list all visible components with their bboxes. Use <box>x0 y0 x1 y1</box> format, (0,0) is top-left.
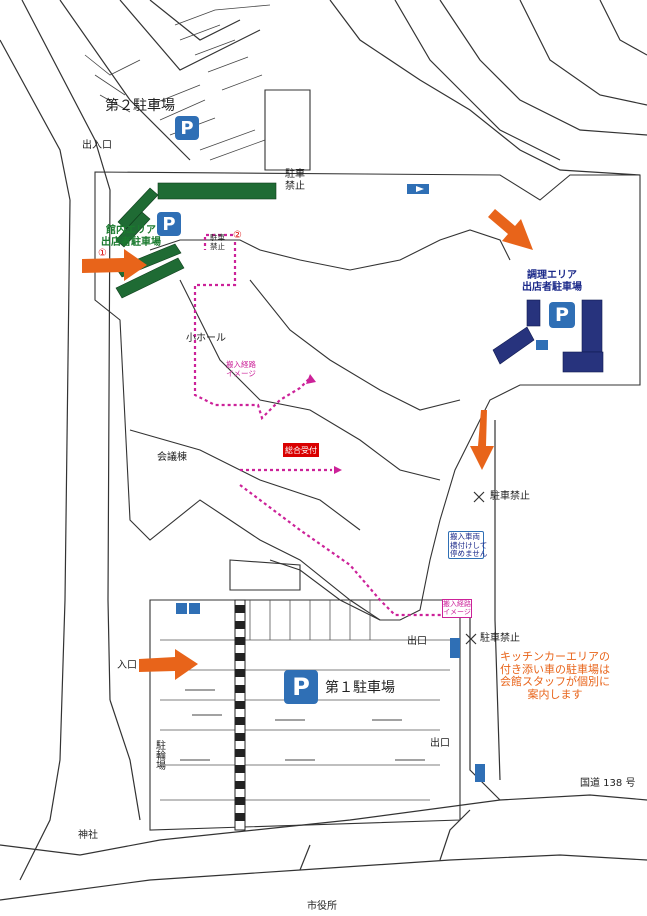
walkway-stripes <box>235 605 245 821</box>
building-service-label: 駐車 禁止 <box>210 233 225 251</box>
marker-2: ② <box>233 230 242 241</box>
route138-label: 国道 138 号 <box>580 778 636 789</box>
one-way-arrow-icon <box>407 184 548 782</box>
shrine-label: 神社 <box>78 830 98 841</box>
no-parking-right-label: 駐車禁止 <box>490 491 530 502</box>
lane-arrows <box>180 689 425 761</box>
parking1-label: 第１駐車場 <box>325 680 395 696</box>
loading-route-lines <box>193 233 457 617</box>
exit-2-label: 出口 <box>430 738 450 749</box>
bicycle-parking-label: 駐輪場 <box>153 740 165 770</box>
loading-route-arrow-icon <box>306 374 342 474</box>
accessible-parking-icon <box>176 603 200 614</box>
pedestrian-walkway <box>234 599 246 831</box>
city-hall-label: 市役所 <box>307 901 337 912</box>
no-loading-parking-label: 搬入車両 横付けして 停めません <box>450 532 488 559</box>
entrance-exit-top-label: 出入口 <box>82 140 112 151</box>
reception-label: 総合受付 <box>283 443 319 457</box>
kitchen-car-note: キッチンカーエリアの 付き添い車の駐車場は 会館スタッフが個別に 案内します <box>500 650 610 701</box>
entrance-left-label: 入口 <box>117 660 137 671</box>
no-parking-x-marks <box>465 491 485 645</box>
no-parking-right2-label: 駐車禁止 <box>480 633 520 644</box>
hall-exhibitor-spots <box>115 182 277 299</box>
no-loading-parking-box <box>448 531 484 559</box>
parking-icon: P <box>549 302 575 328</box>
building-outline <box>94 89 641 831</box>
parking2-label: 第２駐車場 <box>105 98 175 114</box>
conference-building-label: 会議棟 <box>157 452 187 463</box>
loading-route-label-1: 搬入経路 イメージ <box>226 360 256 378</box>
exit-1-label: 出口 <box>407 636 427 647</box>
parking-icon: P <box>157 212 181 236</box>
hall-exhibitor-parking-label: 館内エリア 出店者駐車場 <box>101 225 161 248</box>
no-parking-top-label: 駐車 禁止 <box>285 169 305 192</box>
loading-route-label-2: 搬入経路 イメージ <box>442 599 472 618</box>
parking-icon: P <box>284 670 318 704</box>
cooking-exhibitor-parking-label: 調理エリア 出店者駐車場 <box>522 270 582 293</box>
marker-1: ① <box>98 248 107 259</box>
direction-arrow-icon <box>82 209 533 680</box>
parking1-stalls <box>160 600 450 801</box>
cooking-exhibitor-spots <box>492 299 604 373</box>
parking-icon: P <box>175 116 199 140</box>
small-hall-label: 小ホール <box>186 333 226 344</box>
